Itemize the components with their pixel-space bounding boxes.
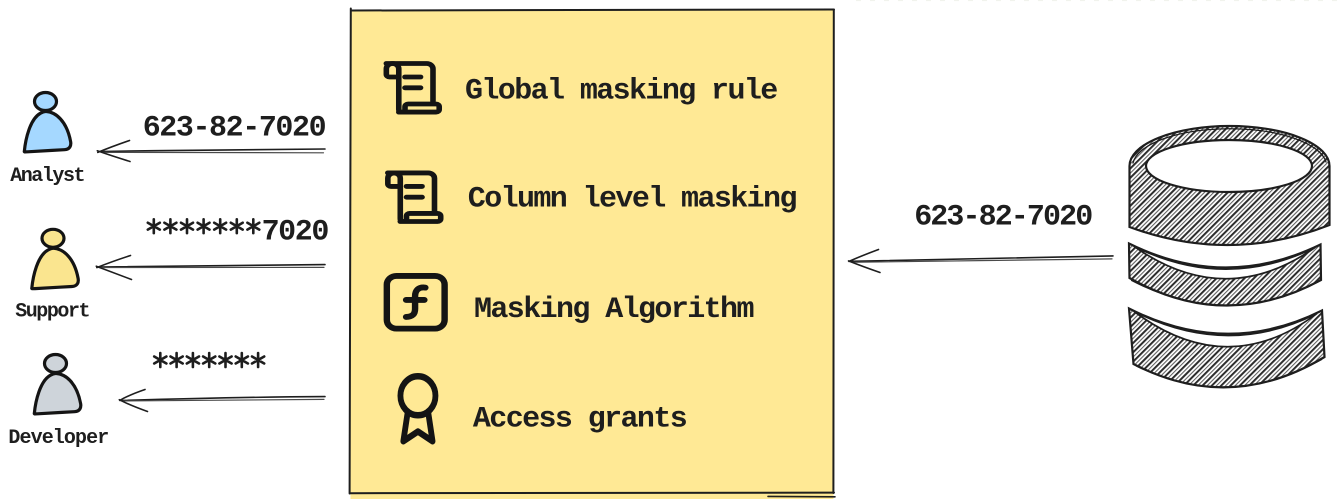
svg-text:Support: Support [15,300,89,323]
svg-text:Global masking rule: Global masking rule [465,74,777,108]
svg-text:Access grants: Access grants [473,402,687,436]
svg-text:623-82-7020: 623-82-7020 [914,200,1092,234]
svg-text:Column level masking: Column level masking [468,183,797,217]
svg-text:Developer: Developer [8,427,108,450]
svg-text:623-82-7020: 623-82-7020 [143,111,326,145]
svg-text:Masking Algorithm: Masking Algorithm [474,293,753,327]
svg-text:7020: 7020 [262,216,329,250]
svg-text:Analyst: Analyst [10,165,84,188]
